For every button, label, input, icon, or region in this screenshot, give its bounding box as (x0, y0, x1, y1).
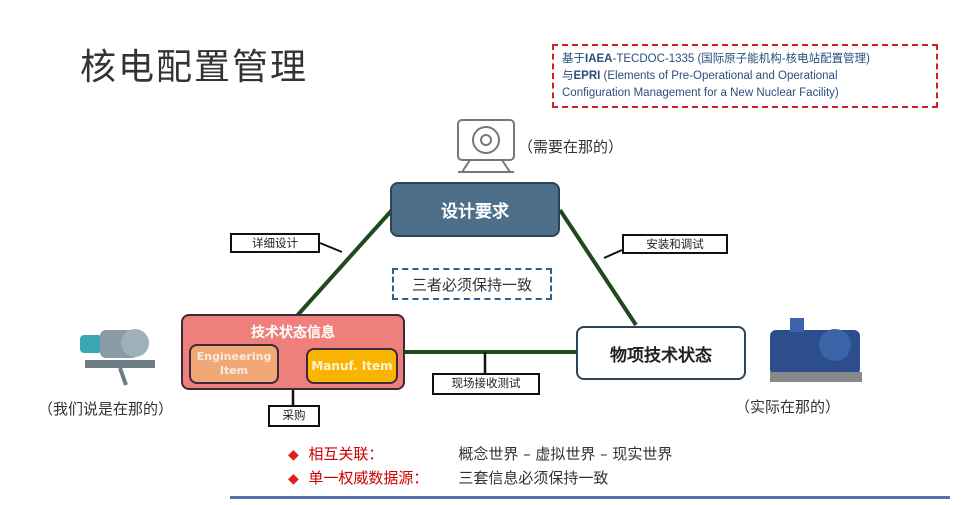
source-text: IAEA (585, 53, 613, 65)
consistency-note: 三者必须保持一致 (392, 268, 552, 300)
source-text: (Elements of Pre-Operational and Operati… (600, 70, 838, 82)
pump-icon-left (80, 329, 155, 386)
node-manuf-item: Manuf. Item (306, 348, 398, 384)
edge-design-physical (558, 208, 638, 327)
bullet-text: 概念世界 – 虚拟世界 – 现实世界 (458, 445, 673, 463)
pump-icon-right (770, 318, 862, 382)
node-label: 技术状态信息 (251, 325, 335, 341)
source-note: 基于IAEA-TECDOC-1335 (国际原子能机构-核电站配置管理) 与EP… (552, 44, 938, 108)
caption-left: （我们说是在那的） (38, 400, 174, 418)
bullet-item: ◆ 相互关联： 概念世界 – 虚拟世界 – 现实世界 (288, 443, 672, 464)
caption-right: （实际在那的） (735, 398, 841, 416)
source-text: EPRI (573, 70, 601, 82)
edge-label-site-test: 现场接收测试 (432, 373, 540, 395)
bullet-label: 相互关联： (308, 445, 384, 463)
source-text: 基于 (562, 53, 585, 65)
page-title: 核电配置管理 (80, 47, 309, 88)
bullet-label: 单一权威数据源： (308, 469, 429, 487)
node-design-requirements: 设计要求 (390, 182, 560, 237)
diamond-bullet-icon: ◆ (288, 471, 299, 487)
node-physical-state: 物项技术状态 (576, 326, 746, 380)
source-text: Configuration Management for a New Nucle… (562, 87, 839, 99)
fan-icon (457, 119, 515, 173)
edge-label-purchase: 采购 (268, 405, 320, 427)
node-engineering-item: Engineering Item (189, 344, 279, 384)
edge-label-detail-design: 详细设计 (230, 233, 320, 253)
caption-top: （需要在那的） (518, 138, 624, 156)
source-text: 与 (562, 70, 574, 82)
source-text: -TECDOC-1335 (国际原子能机构-核电站配置管理) (612, 53, 870, 65)
edge-design-info (293, 208, 394, 320)
bullet-text: 三套信息必须保持一致 (458, 469, 609, 487)
edge-label-install: 安装和调试 (622, 234, 728, 254)
bullet-item: ◆ 单一权威数据源： 三套信息必须保持一致 (288, 467, 608, 488)
diamond-bullet-icon: ◆ (288, 447, 299, 463)
